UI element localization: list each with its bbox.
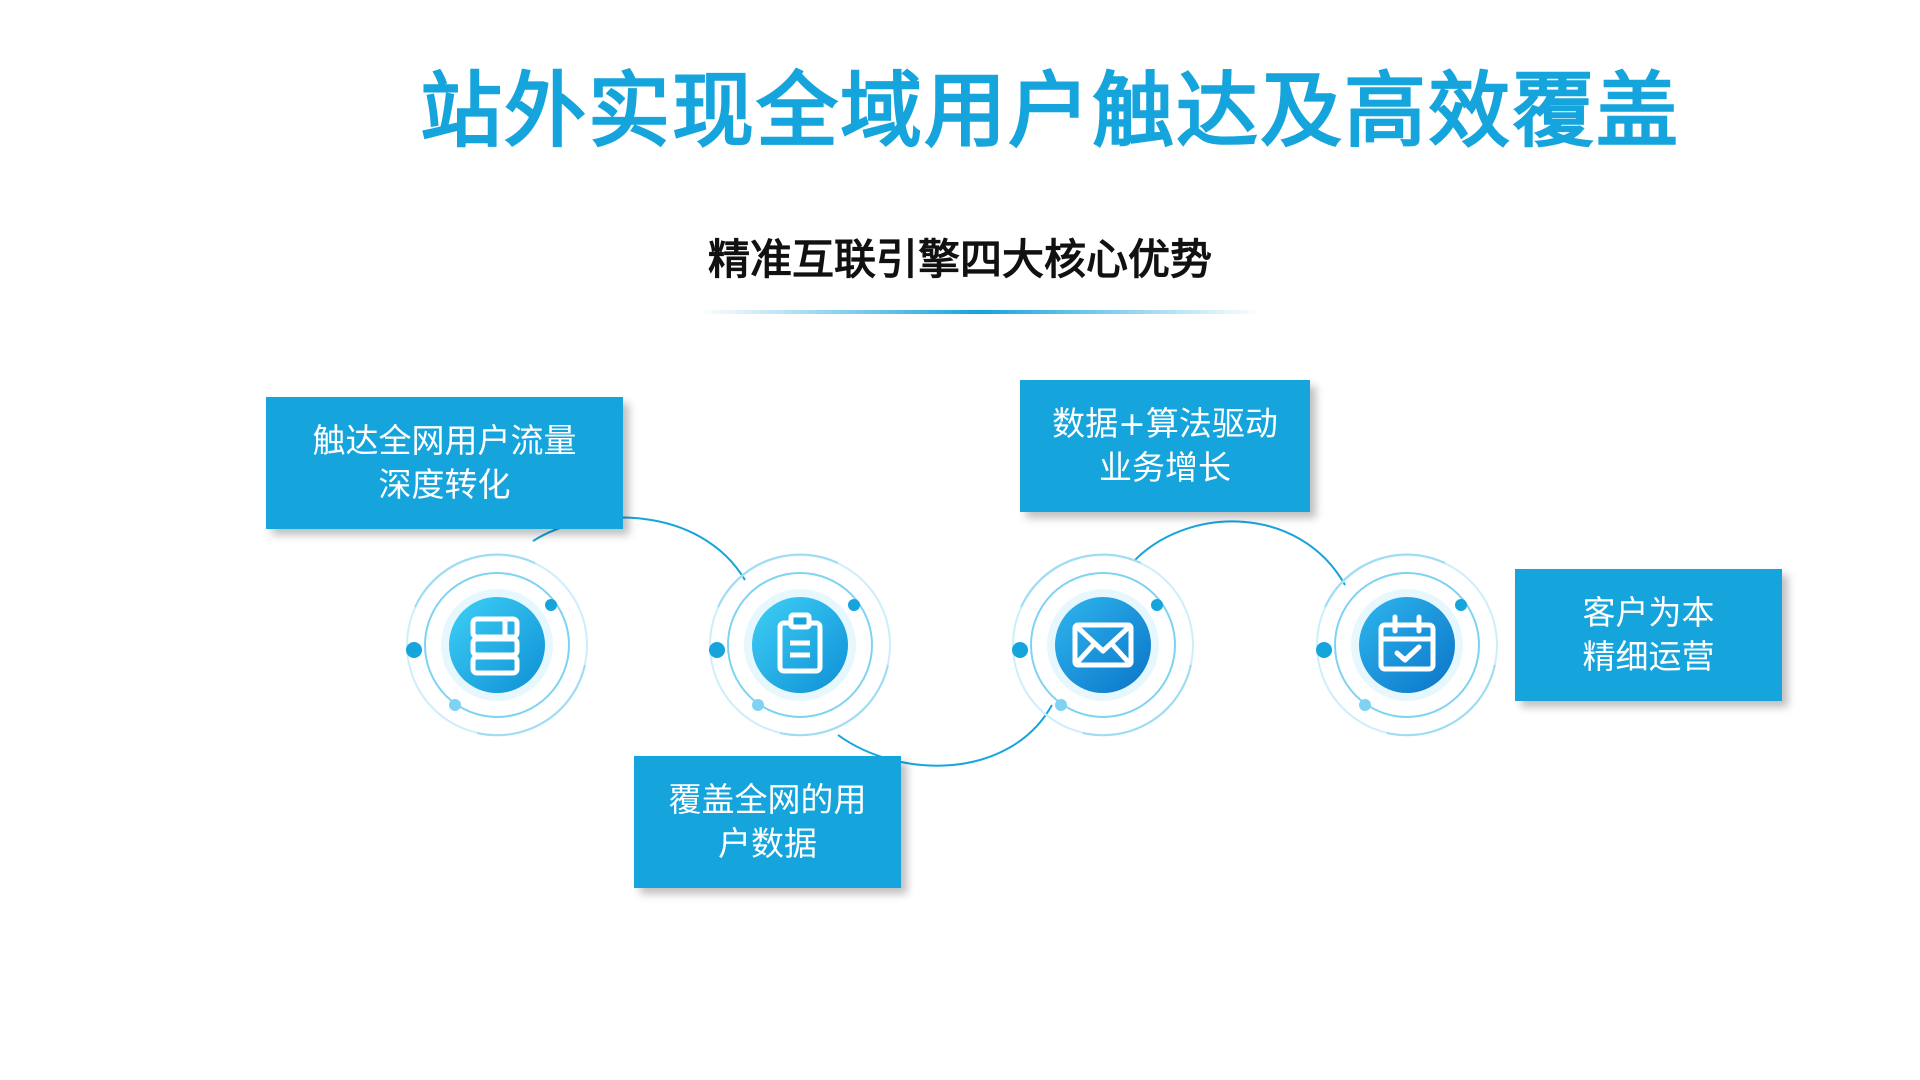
connector-2-3 <box>837 704 1053 767</box>
advantage-2-line1: 覆盖全网的用 <box>668 780 867 819</box>
advantage-4-line1: 客户为本 <box>1582 593 1715 632</box>
book-stack-icon <box>470 616 520 676</box>
clipboard-icon <box>777 612 823 674</box>
page-subtitle: 精准互联引擎四大核心优势 <box>707 235 1212 284</box>
advantage-1-line2: 深度转化 <box>378 465 511 504</box>
connector-3-4 <box>1134 520 1346 586</box>
subtitle-underline <box>700 310 1260 314</box>
calendar-check-icon <box>1378 614 1436 672</box>
advantage-4-line2: 精细运营 <box>1582 637 1715 676</box>
advantage-box-3: 数据+算法驱动 业务增长 <box>1020 380 1310 512</box>
node-2 <box>709 553 891 737</box>
advantage-3-line1: 数据+算法驱动 <box>1052 404 1278 443</box>
advantage-2-line2: 户数据 <box>718 824 817 863</box>
advantage-3-line2: 业务增长 <box>1099 448 1231 487</box>
advantage-box-4: 客户为本 精细运营 <box>1515 569 1782 701</box>
envelope-icon <box>1072 622 1134 668</box>
node-1 <box>406 553 588 737</box>
advantage-box-1: 触达全网用户流量 深度转化 <box>266 397 623 529</box>
advantage-box-2: 覆盖全网的用 户数据 <box>634 756 901 888</box>
connector-1-2 <box>532 516 746 581</box>
advantage-1-line1: 触达全网用户流量 <box>312 421 577 460</box>
page-title: 站外实现全域用户触达及高效覆盖 <box>420 64 1681 159</box>
node-4 <box>1316 553 1498 737</box>
node-3 <box>1012 553 1194 737</box>
